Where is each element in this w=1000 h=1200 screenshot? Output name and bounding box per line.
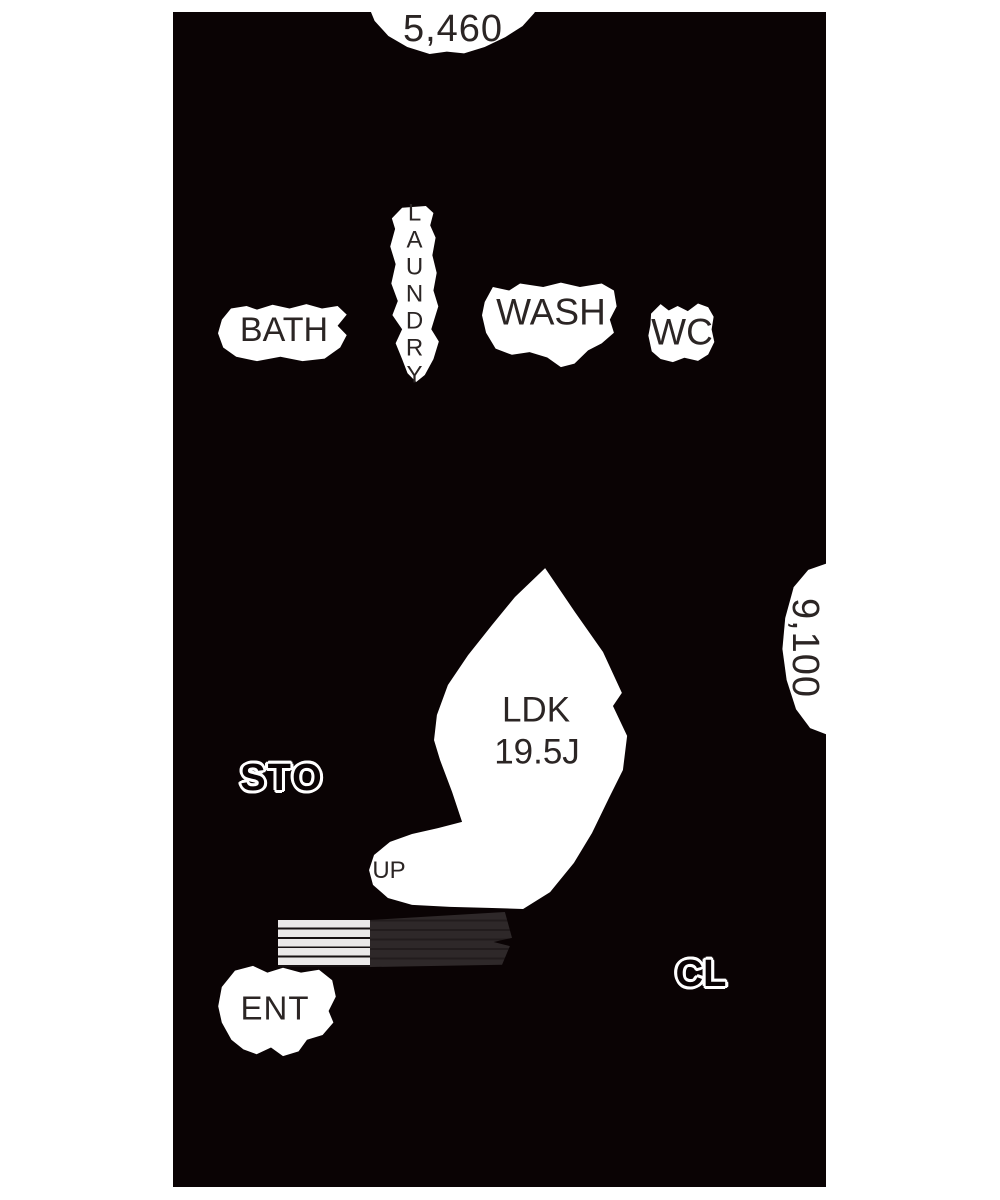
- wc-room-blob: [648, 303, 715, 363]
- wc-label: WC: [651, 311, 713, 353]
- closet-label: CL: [675, 953, 727, 995]
- bath-room-blob: [218, 304, 347, 362]
- bath-label: BATH: [239, 311, 329, 349]
- stairs-treads-dark: [370, 912, 512, 967]
- entrance-label: ENT: [240, 989, 310, 1027]
- ldk-label: LDK: [501, 690, 571, 730]
- dimension-top-label: 5,460: [402, 8, 504, 50]
- dimension-right-label: 9,100: [784, 597, 826, 699]
- wash-label: WASH: [496, 291, 606, 333]
- storage-label: STO: [240, 757, 324, 799]
- stairs-treads-light: [278, 920, 370, 967]
- ldk-size-label: 19.5J: [494, 732, 580, 772]
- laundry-label: LAUNDRY: [401, 199, 428, 389]
- stairs-up-label: UP: [372, 857, 406, 884]
